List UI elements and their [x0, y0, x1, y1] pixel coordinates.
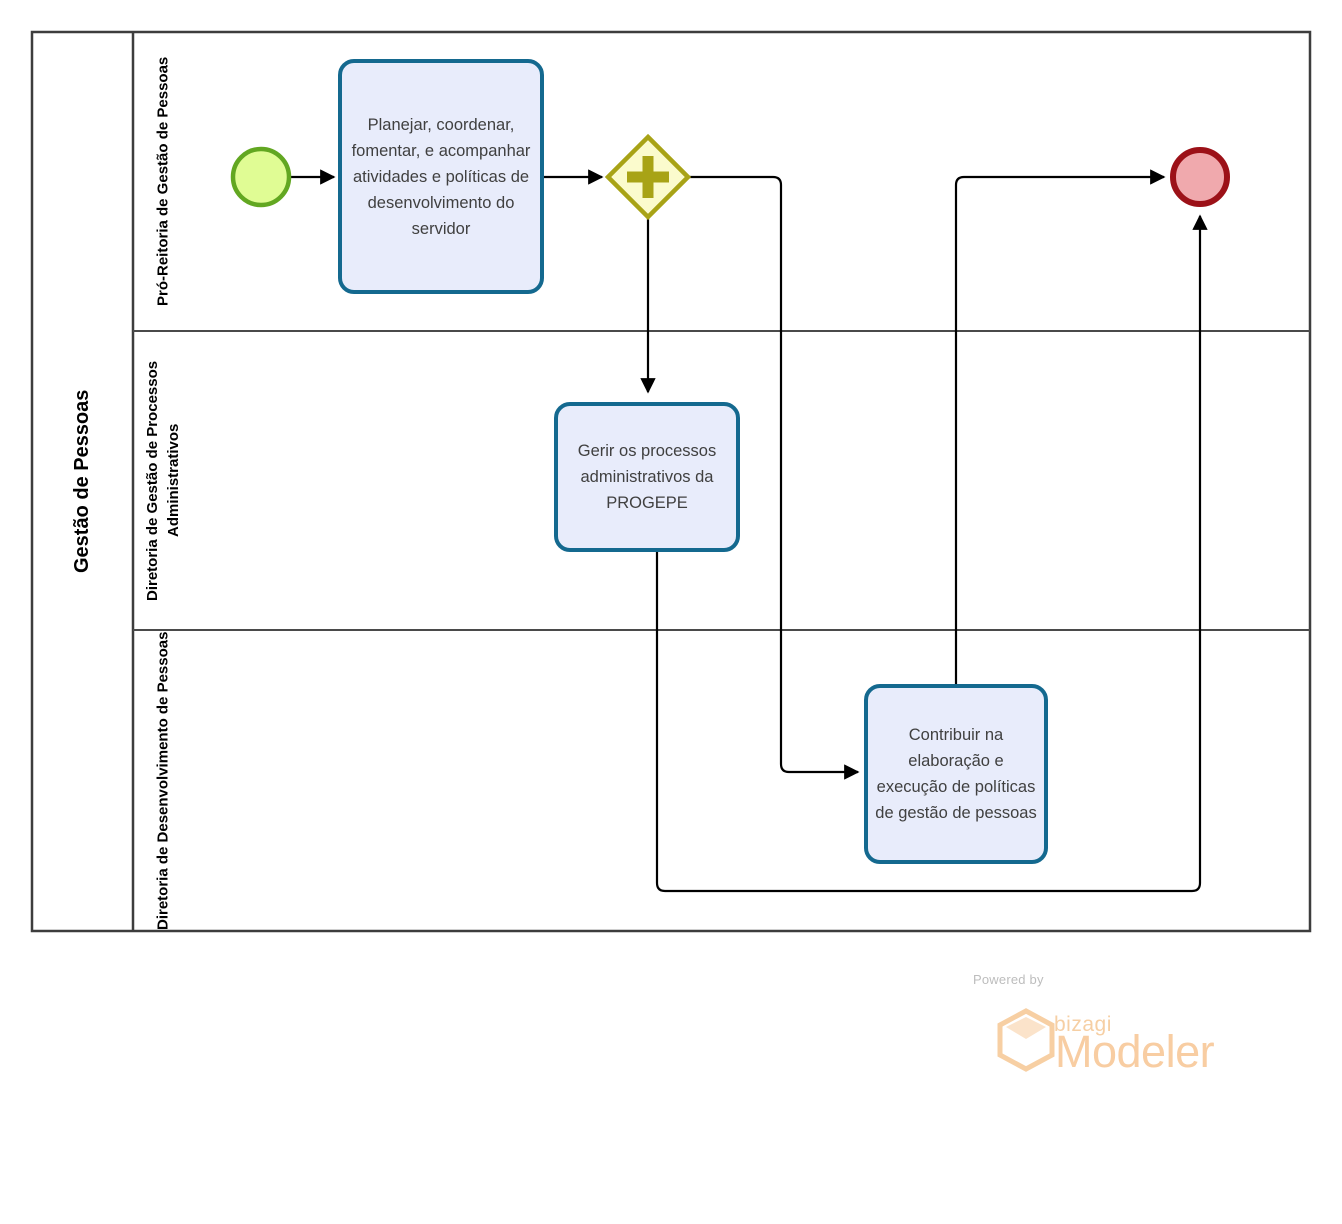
watermark-brand: bizagi	[1054, 1013, 1112, 1036]
flow-gerir-to-end[interactable]	[655, 214, 1208, 893]
flow-contribuir-to-end[interactable]	[954, 169, 1166, 686]
plus-icon	[627, 156, 669, 198]
watermark-product: Modeler	[1055, 1026, 1215, 1077]
flow-gateway-to-contribuir[interactable]	[689, 175, 860, 780]
start-event[interactable]	[230, 146, 292, 208]
task-contribuir[interactable]	[864, 684, 1048, 864]
bizagi-logo-icon	[997, 1008, 1055, 1072]
task-gerir[interactable]	[554, 402, 740, 552]
parallel-gateway[interactable]	[604, 133, 692, 221]
watermark-powered-by: Powered by	[973, 972, 1044, 987]
task-planejar[interactable]	[338, 59, 544, 294]
sequence-flows	[290, 169, 1208, 893]
end-event[interactable]	[1170, 147, 1230, 207]
